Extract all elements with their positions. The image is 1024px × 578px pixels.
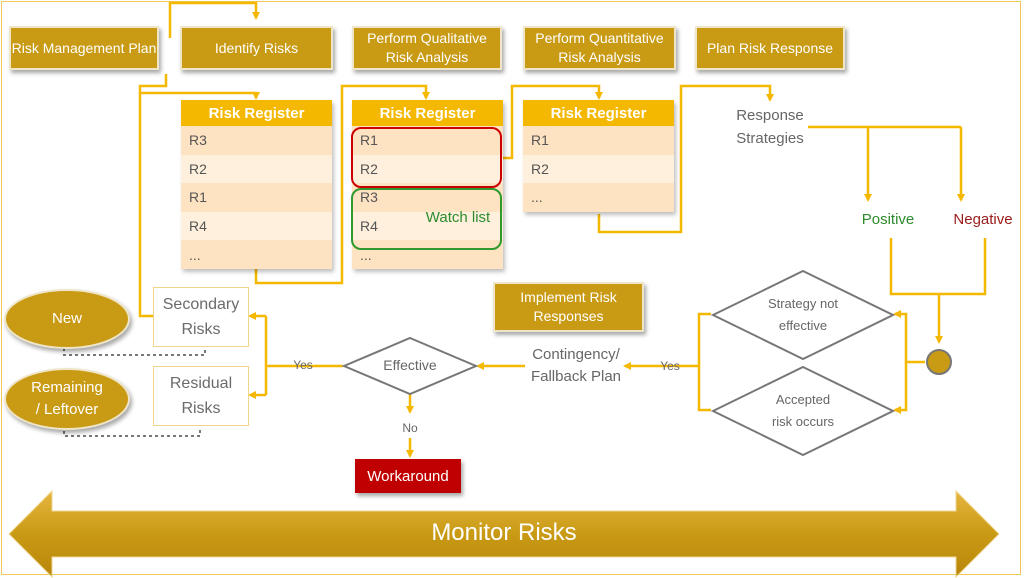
- register-row: R4: [352, 211, 503, 241]
- register-row: R3: [181, 126, 332, 155]
- plan-risk-response-box: Plan Risk Response: [695, 26, 845, 70]
- arrow-plan-to-identify: [168, 1, 260, 38]
- effective-label: Effective: [383, 357, 437, 373]
- arrow-reg2-to-reg3: [502, 84, 603, 160]
- accepted-risk-label: Accepted risk occurs: [771, 392, 835, 429]
- line-negative-down: [939, 238, 987, 296]
- implement-risk-responses-box: Implement Risk Responses: [493, 282, 644, 332]
- register-row: R1: [181, 183, 332, 212]
- monitor-risks-label: Monitor Risks: [431, 519, 577, 546]
- register-row: R2: [352, 154, 503, 184]
- register-row: R2: [523, 154, 674, 184]
- identify-risks-box: Identify Risks: [180, 26, 333, 70]
- high-priority-highlight: [351, 127, 502, 188]
- risk-management-plan-box: Risk Management Plan: [9, 26, 159, 70]
- arrow-reg1-to-reg2: [254, 84, 430, 285]
- qualitative-analysis-box: Perform Qualitative Risk Analysis: [352, 26, 502, 70]
- arrow-circle-to-not-effective: [893, 310, 925, 364]
- strategy-not-effective-label: Strategy not effective: [767, 296, 839, 333]
- register-title: Risk Register: [523, 100, 674, 126]
- risk-register-3: Risk Register R1 R2 ...: [523, 100, 674, 212]
- register-row: ...: [523, 183, 674, 212]
- register-row: R2: [181, 154, 332, 184]
- arrow-reg3-to-response: [597, 84, 774, 234]
- watch-list-highlight: [351, 188, 502, 250]
- register-row: ...: [352, 240, 503, 269]
- negative-label: Negative: [953, 211, 1013, 228]
- arrow-circle-to-accepted: [893, 362, 908, 414]
- register-row: R1: [352, 126, 503, 155]
- register-row: ...: [181, 240, 332, 269]
- arrow-identify-to-register1: [138, 74, 260, 100]
- register-row: R1: [523, 126, 674, 155]
- register-title: Risk Register: [181, 100, 332, 126]
- yes-label-left: Yes: [293, 358, 313, 372]
- quantitative-analysis-box: Perform Quantitative Risk Analysis: [523, 26, 676, 70]
- yes-label-right: Yes: [660, 359, 680, 373]
- dotted-remaining-link: [63, 425, 201, 437]
- register-row: R4: [181, 211, 332, 241]
- positive-label: Positive: [861, 211, 915, 228]
- arrow-secondary-up: [138, 93, 153, 318]
- line-positive-down: [889, 238, 939, 296]
- diamond-effective: [341, 336, 479, 396]
- no-label: No: [402, 421, 418, 435]
- remaining-leftover-ellipse: Remaining / Leftover: [4, 368, 130, 430]
- diamond-strategy-not-effective: [710, 269, 896, 361]
- new-ellipse: New: [4, 289, 130, 349]
- response-strategies-label: Response Strategies: [736, 107, 804, 147]
- merge-circle: [926, 349, 952, 375]
- risk-register-1: Risk Register R3 R2 R1 R4 ...: [181, 100, 332, 269]
- diamond-accepted-risk: [710, 365, 896, 457]
- workaround-box: Workaround: [355, 459, 461, 493]
- residual-risks-box: Residual Risks: [153, 366, 249, 426]
- monitor-arrow: [8, 489, 1000, 578]
- watch-list-label: Watch list: [425, 209, 491, 226]
- contingency-plan-label: Contingency/ Fallback Plan: [530, 346, 622, 385]
- register-title: Risk Register: [352, 100, 503, 126]
- secondary-risks-box: Secondary Risks: [153, 287, 249, 347]
- risk-register-2: Risk Register R1 R2 R3 R4 ...: [352, 100, 503, 269]
- line-diamonds-bracket: [697, 312, 711, 412]
